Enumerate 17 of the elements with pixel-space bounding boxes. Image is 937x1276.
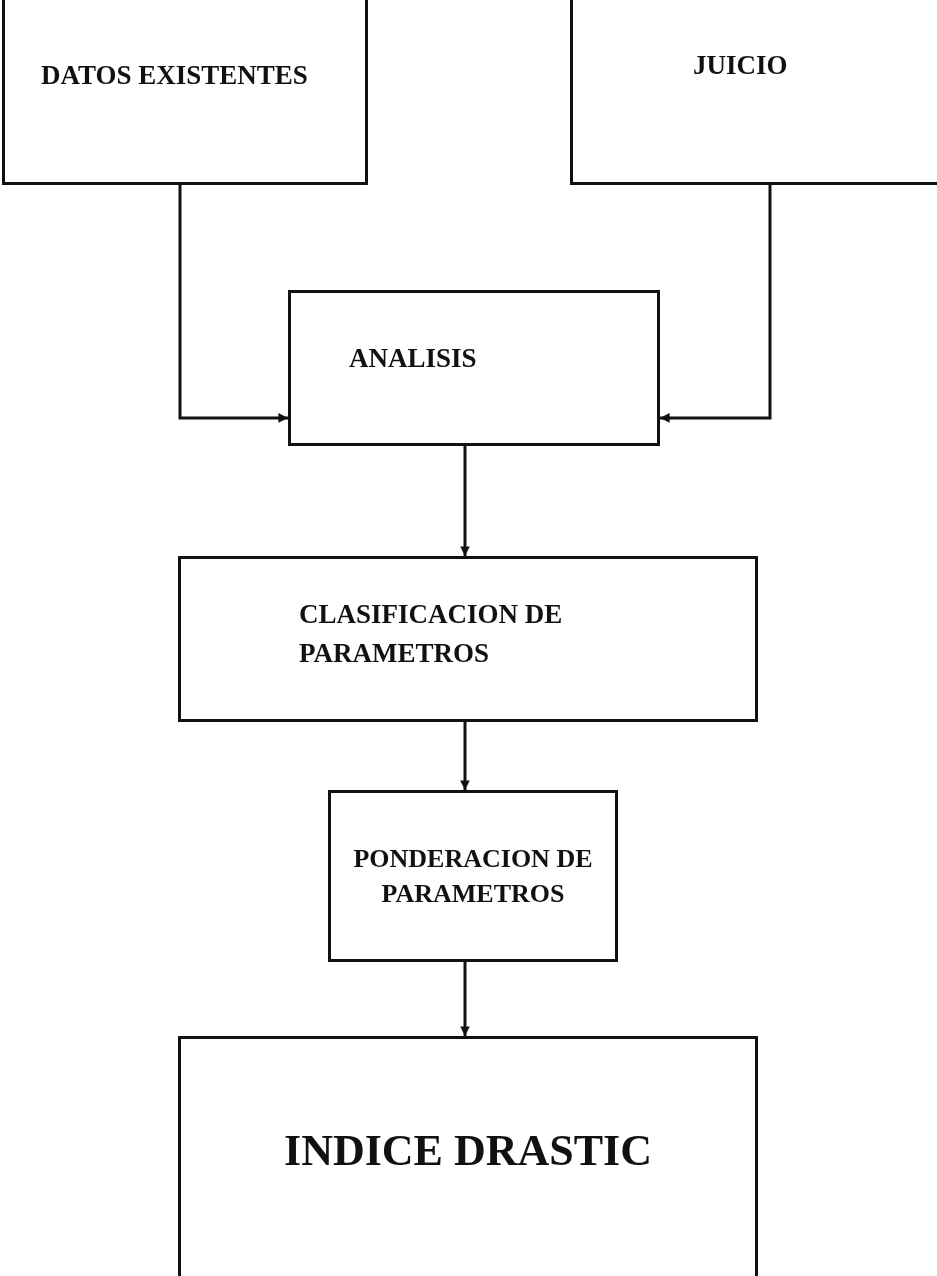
box-label: INDICE DRASTIC: [283, 1124, 653, 1177]
box-label: PONDERACION DE PARAMETROS: [352, 842, 594, 910]
process-box: [178, 1036, 758, 1276]
arrow: [460, 722, 470, 790]
box-label: DATOS EXISTENTES: [41, 59, 309, 93]
arrow: [460, 446, 470, 556]
process-box: [2, 0, 368, 185]
box-label: JUICIO: [693, 49, 789, 83]
process-box: [328, 790, 618, 962]
process-box: [178, 556, 758, 722]
process-box: [570, 0, 937, 185]
box-label: CLASIFICACION DE PARAMETROS: [299, 597, 564, 670]
process-box: [288, 290, 660, 446]
arrow: [660, 185, 772, 423]
box-label: ANALISIS: [349, 342, 478, 376]
arrow: [178, 185, 288, 423]
arrow: [460, 962, 470, 1036]
